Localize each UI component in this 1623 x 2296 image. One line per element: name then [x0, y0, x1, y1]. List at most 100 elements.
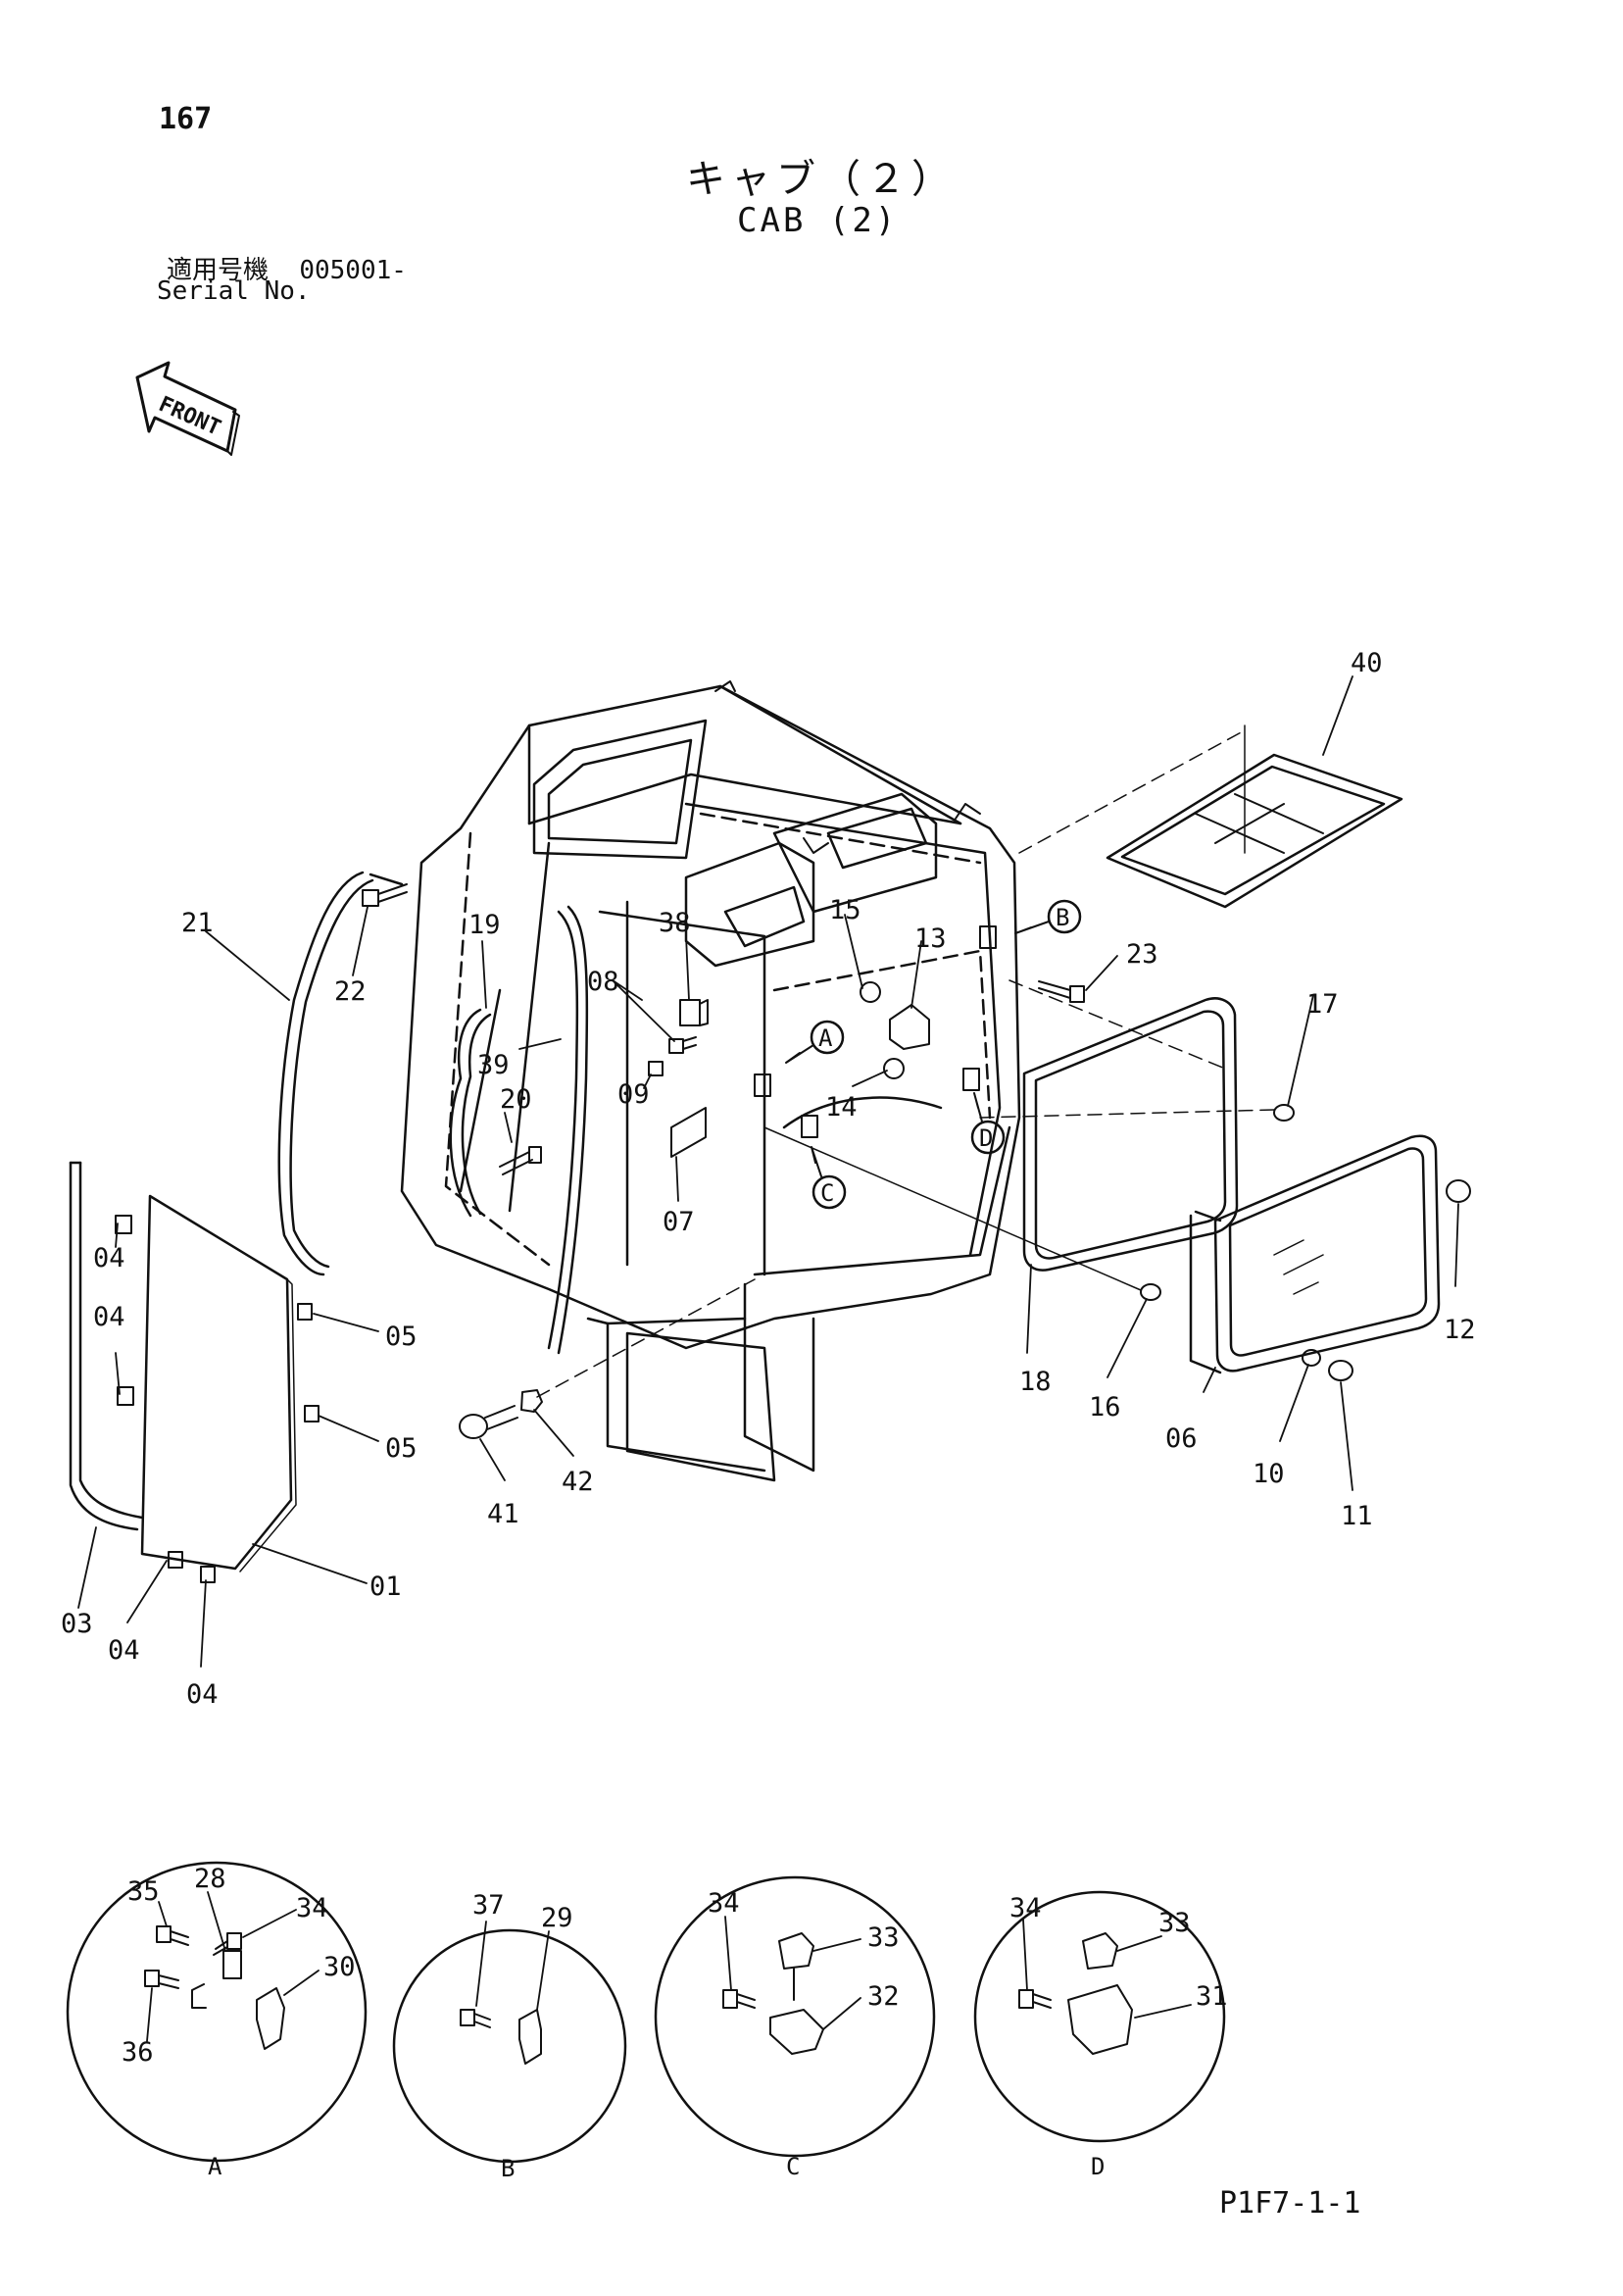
label-08: 08: [587, 967, 619, 997]
washer-10: [1302, 1349, 1321, 1367]
footer-code: P1F7-1-1: [1219, 2186, 1361, 2221]
floor-mat-40: [1106, 753, 1403, 909]
detail-view-b: 37 29 B: [392, 1890, 627, 2182]
bolt-22: [362, 883, 408, 907]
label-11: 11: [1341, 1501, 1373, 1531]
svg-text:33: 33: [867, 1922, 900, 1953]
hinge-d-marker: [962, 1068, 980, 1091]
spacer-16: [1140, 1283, 1161, 1301]
label-04b: 04: [93, 1302, 125, 1332]
callout-a: A: [785, 1020, 845, 1064]
bolt-23: [1038, 980, 1085, 1003]
door-glass-01: [140, 1194, 297, 1572]
svg-text:34: 34: [708, 1888, 740, 1919]
svg-text:32: 32: [867, 1981, 900, 2012]
bolt-09: [648, 1061, 664, 1076]
label-40: 40: [1351, 648, 1383, 678]
spacer-17: [1273, 1104, 1295, 1122]
handrail-19: [449, 1008, 492, 1218]
front-arrow-icon: FRONT: [135, 361, 240, 456]
label-20: 20: [500, 1084, 532, 1115]
leader-lines: [77, 675, 1459, 1668]
label-13: 13: [914, 923, 947, 954]
svg-text:C: C: [820, 1179, 834, 1207]
clip-04-parts: [115, 1215, 216, 1583]
serial-label-japanese: 適用号機: [167, 256, 270, 285]
window-seal-18: [1022, 997, 1239, 1272]
serial-label-english: Serial No.: [157, 276, 311, 306]
page-number: 167: [159, 102, 213, 136]
label-04a: 04: [93, 1243, 125, 1273]
svg-text:29: 29: [541, 1903, 573, 1933]
callout-c: C: [811, 1146, 847, 1210]
label-03: 03: [61, 1609, 93, 1639]
serial-applicability: 適用号機 005001-: [167, 250, 407, 286]
svg-text:34: 34: [1009, 1893, 1042, 1923]
title-english: CAB (2): [737, 201, 899, 240]
serial-value: 005001-: [299, 256, 407, 285]
label-05a: 05: [385, 1322, 418, 1352]
svg-text:33: 33: [1158, 1908, 1191, 1938]
hinge-b-marker: [979, 925, 997, 949]
label-42: 42: [562, 1467, 594, 1497]
callout-b: B: [1014, 899, 1082, 934]
hinge-a-marker: [754, 1073, 771, 1097]
label-14: 14: [825, 1092, 858, 1123]
callout-d: D: [970, 1092, 1006, 1155]
detail-d-letter: D: [1091, 2153, 1105, 2180]
svg-text:A: A: [818, 1024, 833, 1052]
nut-42: [520, 1389, 543, 1413]
label-01: 01: [369, 1572, 402, 1602]
part-labels: 40 21 22 19 39 20 08 09 07 38 15 13 14 2…: [61, 648, 1476, 1710]
label-21: 21: [181, 908, 214, 938]
detail-b-letter: B: [501, 2155, 515, 2182]
title-japanese: キャブ（２）: [686, 157, 957, 202]
svg-text:D: D: [979, 1124, 993, 1152]
label-10: 10: [1253, 1459, 1285, 1489]
detail-a-letter: A: [208, 2153, 222, 2180]
label-05b: 05: [385, 1433, 418, 1464]
cap-11: [1328, 1360, 1353, 1381]
screw-15: [860, 981, 881, 1003]
detail-view-d: 34 33 31 D: [973, 1890, 1228, 2180]
label-12: 12: [1444, 1315, 1476, 1345]
bolt-41: [459, 1405, 518, 1439]
label-07: 07: [663, 1207, 695, 1237]
svg-text:36: 36: [122, 2037, 154, 2068]
rail-39: [547, 905, 589, 1355]
detail-view-a: 35 28 34 30 36 A: [66, 1861, 368, 2180]
label-18: 18: [1019, 1367, 1052, 1397]
rear-glass-06: [1189, 1134, 1441, 1374]
weatherstrip-03: [69, 1161, 144, 1531]
detail-view-c: 34 33 32 C: [654, 1875, 936, 2180]
label-17: 17: [1306, 989, 1339, 1020]
label-22: 22: [334, 976, 367, 1007]
cap-12: [1446, 1179, 1471, 1203]
bolt-08: [668, 1036, 697, 1054]
label-15: 15: [829, 895, 861, 925]
hinge-c-marker: [801, 1115, 818, 1138]
clip-05-parts: [297, 1303, 320, 1423]
svg-text:37: 37: [472, 1890, 505, 1921]
svg-text:B: B: [1056, 904, 1069, 931]
striker-38: [679, 999, 709, 1026]
screw-14: [883, 1058, 905, 1079]
bolt-20: [499, 1146, 542, 1175]
handrail-21: [277, 871, 404, 1276]
svg-text:31: 31: [1196, 1981, 1228, 2012]
lock-13: [889, 1004, 930, 1050]
detail-c-letter: C: [786, 2153, 800, 2180]
label-23: 23: [1126, 939, 1158, 970]
label-39: 39: [477, 1050, 510, 1080]
label-09: 09: [617, 1079, 650, 1110]
label-04c: 04: [108, 1635, 140, 1666]
svg-text:30: 30: [323, 1952, 356, 1982]
cab-frame: [400, 680, 1021, 1482]
stay-07: [670, 1107, 707, 1158]
label-19: 19: [468, 910, 501, 940]
label-16: 16: [1089, 1392, 1121, 1423]
label-41: 41: [487, 1499, 519, 1529]
svg-text:35: 35: [127, 1876, 160, 1907]
svg-text:34: 34: [296, 1893, 328, 1923]
